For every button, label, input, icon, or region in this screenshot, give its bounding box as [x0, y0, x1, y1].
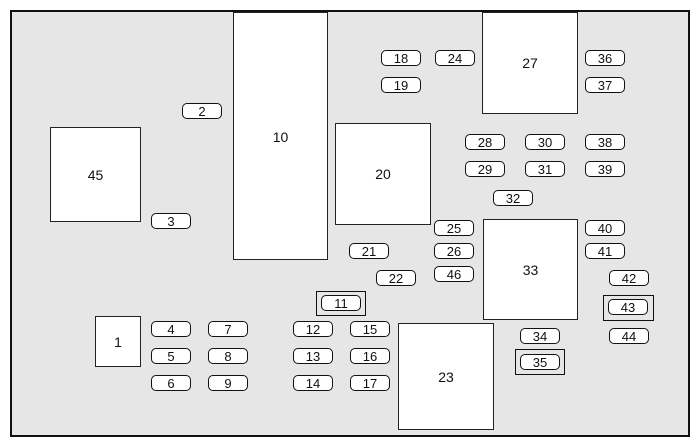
fuse-24: 24	[435, 50, 475, 66]
relay-45: 45	[50, 127, 141, 222]
fuse-12: 12	[293, 321, 333, 337]
fuse-35: 35	[520, 354, 560, 370]
fuse-16: 16	[350, 348, 390, 364]
fuse-21: 21	[349, 243, 389, 259]
fuse-31: 31	[525, 161, 565, 177]
fuse-18: 18	[381, 50, 421, 66]
relay-20: 20	[335, 123, 431, 225]
fuse-7: 7	[208, 321, 248, 337]
fuse-22: 22	[376, 270, 416, 286]
fuse-46: 46	[434, 266, 474, 282]
fuse-42: 42	[609, 270, 649, 286]
fuse-39: 39	[585, 161, 625, 177]
fuse-13: 13	[293, 348, 333, 364]
fuse-4: 4	[151, 321, 191, 337]
fuse-26: 26	[434, 243, 474, 259]
relay-1: 1	[95, 316, 141, 367]
fuse-15: 15	[350, 321, 390, 337]
fuse-5: 5	[151, 348, 191, 364]
fuse-44: 44	[609, 328, 649, 344]
fuse-38: 38	[585, 134, 625, 150]
fuse-37: 37	[585, 77, 625, 93]
fuse-29: 29	[465, 161, 505, 177]
fuse-19: 19	[381, 77, 421, 93]
fuse-14: 14	[293, 375, 333, 391]
relay-23: 23	[398, 323, 494, 430]
fuse-28: 28	[465, 134, 505, 150]
relay-10: 10	[233, 12, 328, 260]
fuse-8: 8	[208, 348, 248, 364]
fuse-3: 3	[151, 213, 191, 229]
fuse-6: 6	[151, 375, 191, 391]
fuse-11: 11	[321, 295, 361, 311]
fuse-25: 25	[434, 220, 474, 236]
fuse-43: 43	[608, 299, 648, 315]
fuse-41: 41	[585, 243, 625, 259]
fuse-40: 40	[585, 220, 625, 236]
fuse-32: 32	[493, 190, 533, 206]
fuse-17: 17	[350, 375, 390, 391]
fuse-9: 9	[208, 375, 248, 391]
fuse-2: 2	[182, 103, 222, 119]
relay-33: 33	[483, 219, 578, 320]
fuse-36: 36	[585, 50, 625, 66]
fuse-30: 30	[525, 134, 565, 150]
relay-27: 27	[482, 12, 578, 114]
fuse-34: 34	[520, 328, 560, 344]
